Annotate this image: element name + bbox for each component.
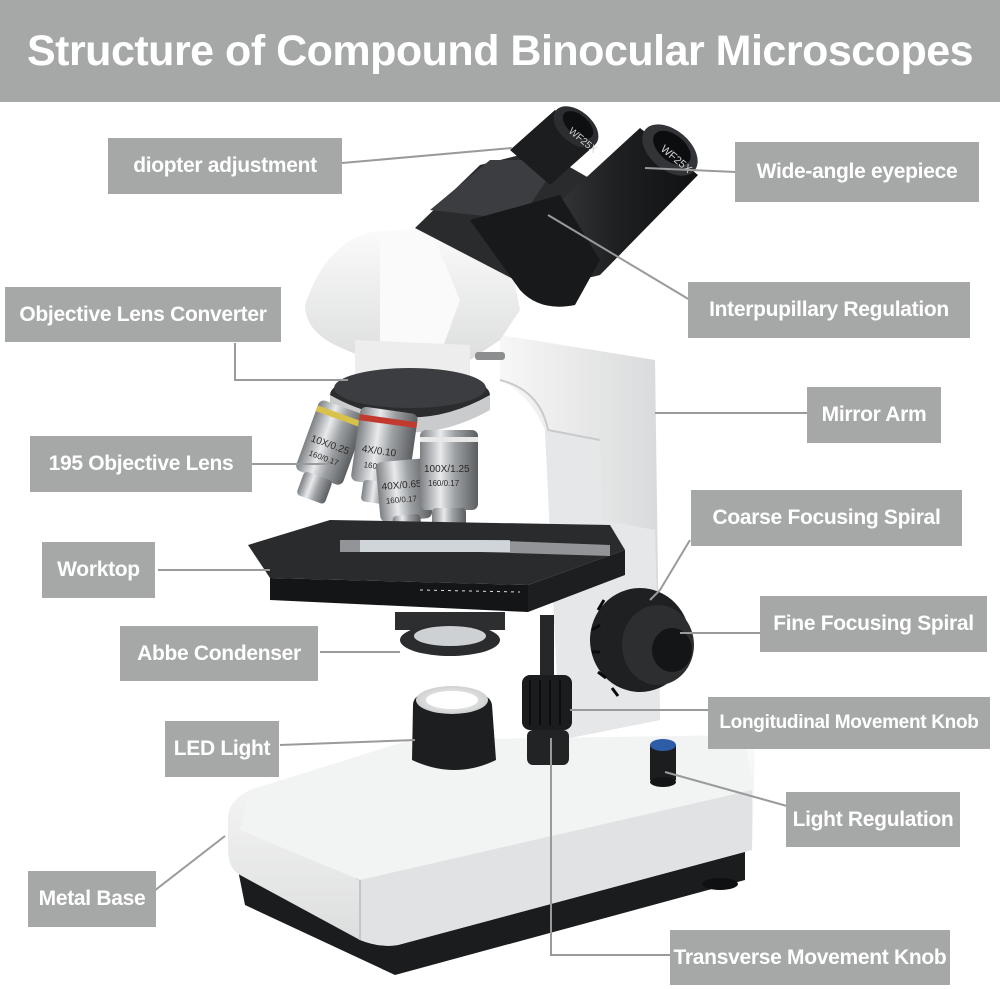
svg-text:160/0.17: 160/0.17 [428, 479, 460, 488]
binocular-group: WF25X WF25X [415, 106, 698, 307]
stage-side [528, 550, 625, 612]
label-transverse-movement-knob: Transverse Movement Knob [670, 930, 950, 985]
label-light-regulation: Light Regulation [786, 792, 960, 847]
stage-knobs-group [522, 615, 572, 765]
base-group [228, 735, 755, 975]
svg-text:4X/0.10: 4X/0.10 [361, 444, 397, 460]
label-longitudinal-movement-knob: Longitudinal Movement Knob [708, 697, 990, 749]
transverse-knob [527, 730, 569, 765]
eyepiece-left [510, 106, 599, 185]
set-screw [475, 352, 505, 360]
label-interpupillary-regulation: Interpupillary Regulation [688, 282, 970, 338]
base-top-face [240, 735, 752, 880]
led-light-group [412, 686, 496, 770]
label-led-light: LED Light [165, 721, 279, 777]
base-foot [702, 878, 738, 890]
label-fine-focusing-spiral: Fine Focusing Spiral [760, 596, 987, 652]
label-metal-base: Metal Base [28, 871, 156, 927]
label-worktop: Worktop [42, 542, 155, 598]
svg-text:40X/0.65: 40X/0.65 [381, 479, 422, 493]
label-diopter-adjustment: diopter adjustment [108, 138, 342, 194]
leader-lines [144, 147, 808, 956]
label-objective-lens: 195 Objective Lens [30, 436, 252, 492]
fine-knob [652, 628, 692, 672]
label-wide-angle-eyepiece: Wide-angle eyepiece [735, 142, 979, 202]
label-objective-lens-converter: Objective Lens Converter [5, 287, 281, 342]
stage-front [270, 578, 528, 612]
label-mirror-arm: Mirror Arm [807, 387, 941, 443]
svg-text:100X/1.25: 100X/1.25 [424, 464, 470, 475]
arm-curve [499, 379, 601, 441]
stage-top [248, 520, 625, 585]
stage-scale [419, 589, 521, 593]
svg-text:160/0.17: 160/0.17 [386, 494, 418, 506]
slide-glass [360, 540, 510, 552]
light-dial-group [650, 739, 676, 787]
condenser-group [395, 612, 505, 656]
head-face [380, 228, 460, 365]
base-front-face [360, 790, 752, 946]
label-coarse-focusing-spiral: Coarse Focusing Spiral [691, 490, 962, 546]
stage-group [248, 520, 625, 612]
label-abbe-condenser: Abbe Condenser [120, 626, 318, 681]
diagram-title: Structure of Compound Binocular Microsco… [26, 26, 974, 75]
focus-knobs-group [590, 588, 694, 697]
title-banner [0, 0, 1000, 102]
objective-100x: 100X/1.25 160/0.17 [420, 430, 478, 536]
tube-body [470, 195, 600, 307]
